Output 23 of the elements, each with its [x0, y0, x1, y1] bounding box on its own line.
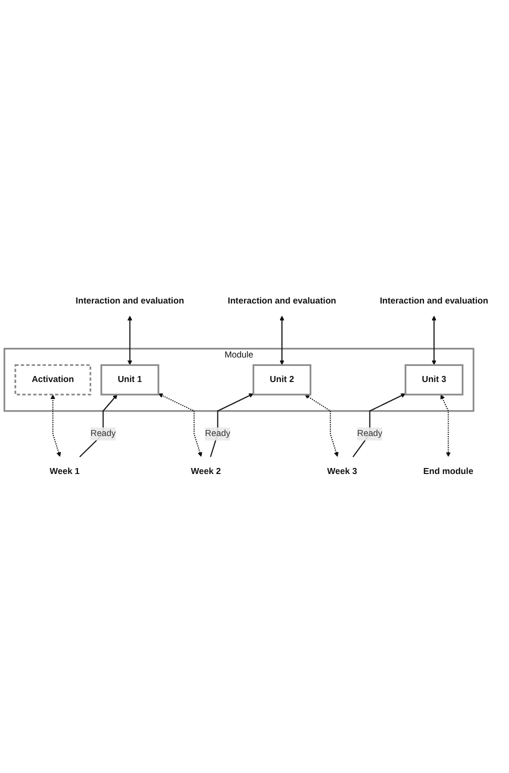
- arrow: [50, 394, 61, 458]
- node-text: Interaction and evaluation: [380, 296, 488, 306]
- arrow: [440, 394, 451, 457]
- edge-label: Ready: [357, 429, 382, 438]
- node-text: Interaction and evaluation: [228, 296, 336, 306]
- arrow: [127, 316, 132, 366]
- arrow: [158, 394, 202, 458]
- arrow: [432, 316, 436, 366]
- edge-label: Ready: [205, 429, 230, 438]
- node-box: Unit 2: [252, 364, 312, 396]
- node-text: Week 1: [50, 466, 80, 476]
- arrow: [280, 316, 284, 366]
- node-box: Activation: [14, 364, 92, 396]
- node-box: Unit 3: [404, 364, 464, 396]
- node-box: Unit 1: [100, 364, 160, 396]
- arrow: [352, 394, 406, 458]
- arrow: [79, 394, 118, 458]
- arrow: [304, 394, 338, 458]
- node-text: Week 2: [190, 466, 221, 476]
- node-text: Interaction and evaluation: [76, 296, 184, 306]
- edge-label: Ready: [90, 429, 116, 438]
- node-text: End module: [423, 466, 474, 476]
- node-text: Week 3: [327, 466, 358, 476]
